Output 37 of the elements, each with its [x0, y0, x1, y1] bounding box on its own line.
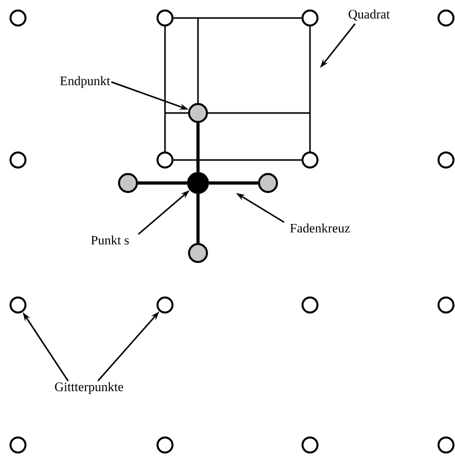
square-side — [164, 26, 166, 152]
end-point — [188, 243, 208, 263]
crosshair-line — [208, 181, 258, 185]
callout-label: Quadrat — [348, 9, 390, 21]
grid-point — [156, 152, 174, 168]
grid-point — [10, 10, 26, 26]
grid-point — [438, 296, 454, 314]
grid-point — [156, 296, 174, 314]
grid-point — [438, 10, 454, 26]
callout-label: Fadenkreuz — [290, 223, 350, 233]
grid-point — [156, 436, 174, 454]
callout-label: Punkt s — [91, 235, 129, 245]
inner-line — [208, 112, 310, 114]
inner-line — [197, 18, 199, 104]
square-side — [173, 17, 302, 19]
grid-point — [438, 152, 454, 168]
crosshair-line — [138, 181, 188, 185]
crosshair-line — [196, 122, 200, 172]
end-point — [258, 173, 278, 193]
grid-point — [302, 10, 318, 26]
square-side — [309, 26, 311, 152]
callout-label: Gittterpunkte — [55, 382, 124, 394]
grid-point — [10, 436, 26, 454]
inner-line — [165, 112, 188, 114]
grid-point — [438, 436, 454, 454]
grid-point — [156, 10, 174, 26]
grid-point — [302, 296, 318, 314]
grid-point — [10, 152, 26, 168]
end-point — [188, 103, 208, 123]
grid-point — [302, 436, 318, 454]
callout-label: Endpunkt — [60, 76, 110, 88]
square-side — [173, 159, 302, 161]
end-point — [118, 173, 138, 193]
crosshair-line — [196, 194, 200, 244]
grid-point — [302, 152, 318, 168]
grid-point — [10, 296, 26, 314]
point — [187, 172, 209, 194]
